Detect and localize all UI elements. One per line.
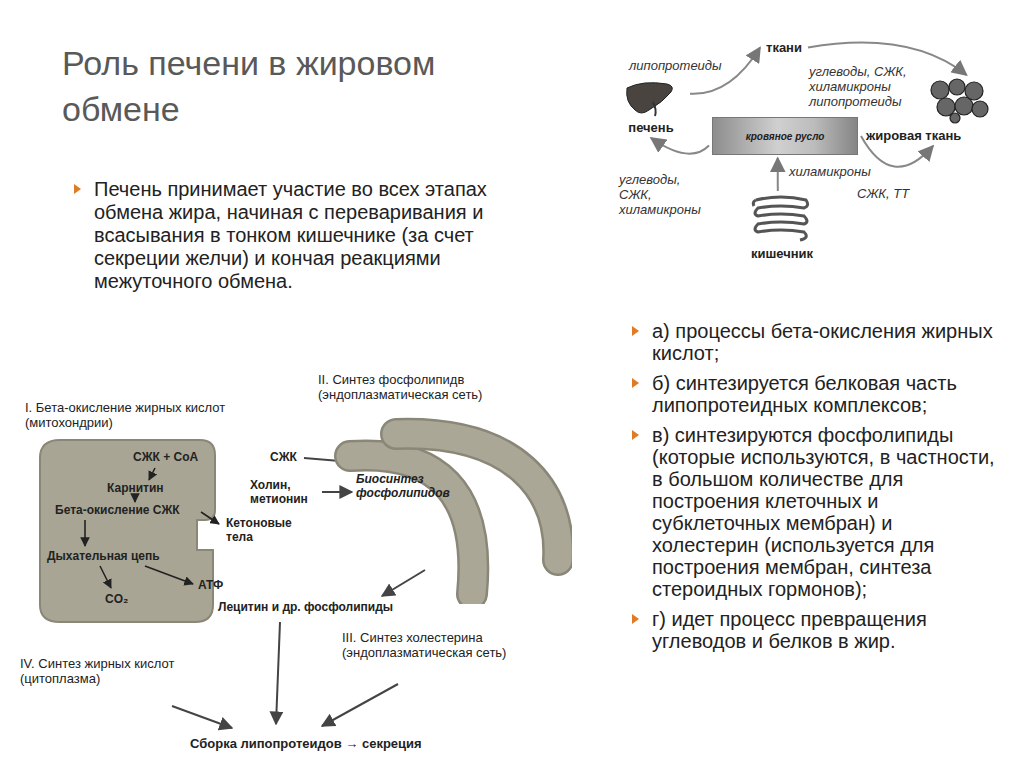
product-label: Лецитин и др. фосфолипиды <box>218 600 393 614</box>
liver-node: печень <box>615 80 687 135</box>
er-node: II. Синтез фосфолипидв (эндоплазматическ… <box>310 372 572 604</box>
edge-label: хиламикроны <box>788 164 880 179</box>
node-text: СЖК + СоА <box>133 450 198 464</box>
stage-heading: III. Синтез холестерина (эндоплазматичес… <box>342 630 542 660</box>
intro-bullet: Печень принимает участие во всех этапах … <box>72 178 554 293</box>
product-label: АТФ <box>198 578 223 592</box>
node-text: Карнитин <box>107 481 164 495</box>
intestine-icon <box>750 194 812 244</box>
edge-label: СЖК, ТТ <box>856 186 918 201</box>
node-text: Дыхательная цепь <box>47 549 160 563</box>
list-bullet: г) идет процесс превращения углеводов и … <box>630 608 998 652</box>
flow-arrow <box>651 138 709 154</box>
node-label: кровяное русло <box>713 118 857 156</box>
node-text: Биосинтез фосфолипидов <box>356 472 476 500</box>
list-bullet: в) синтезируются фосфолипиды (которые ис… <box>630 424 998 600</box>
node-label: жировая ткань <box>866 128 1000 143</box>
input-label: СЖК <box>270 450 297 464</box>
edge-label: углеводы, СЖК, хиламикроны <box>618 172 708 217</box>
node-label: I. Бета-окисление жирных кислот (митохон… <box>25 400 250 430</box>
node-label: ткани <box>763 40 805 55</box>
node-label: II. Синтез фосфолипидв (эндоплазматическ… <box>318 372 568 402</box>
liver-icon <box>623 80 675 118</box>
fat-cells-icon <box>928 78 990 124</box>
result-label: Сборка липопротеидов → секреция <box>190 736 422 751</box>
tissues-node: ткани <box>763 40 805 55</box>
node-label: кишечник <box>740 246 824 261</box>
slide-title: Роль печени в жировом обмене <box>62 40 542 132</box>
blood-stream-box: кровяное русло <box>712 117 858 155</box>
node-text: Бета-окисление СЖК <box>55 503 180 517</box>
node-text: CO₂ <box>105 592 128 606</box>
list-bullet: б) синтезируется белковая часть липопрот… <box>630 372 998 416</box>
bullet-list: а) процессы бета-окисления жирных кислот… <box>630 320 998 660</box>
stage-heading: IV. Синтез жирных кислот (цитоплазма) <box>20 656 185 686</box>
product-label: Кетоновые тела <box>226 516 296 544</box>
edge-label: углеводы, СЖК, хиламикроны липопротеиды <box>808 64 922 109</box>
mitochondrion-node: I. Бета-окисление жирных кислот (митохон… <box>25 400 230 630</box>
node-label: печень <box>615 120 687 135</box>
intestine-node: кишечник <box>740 194 824 261</box>
flow-arrow <box>777 158 779 191</box>
edge-label: липопротеиды <box>628 58 730 73</box>
list-bullet: а) процессы бета-окисления жирных кислот… <box>630 320 998 364</box>
input-label: Холин, метионин <box>250 478 322 506</box>
